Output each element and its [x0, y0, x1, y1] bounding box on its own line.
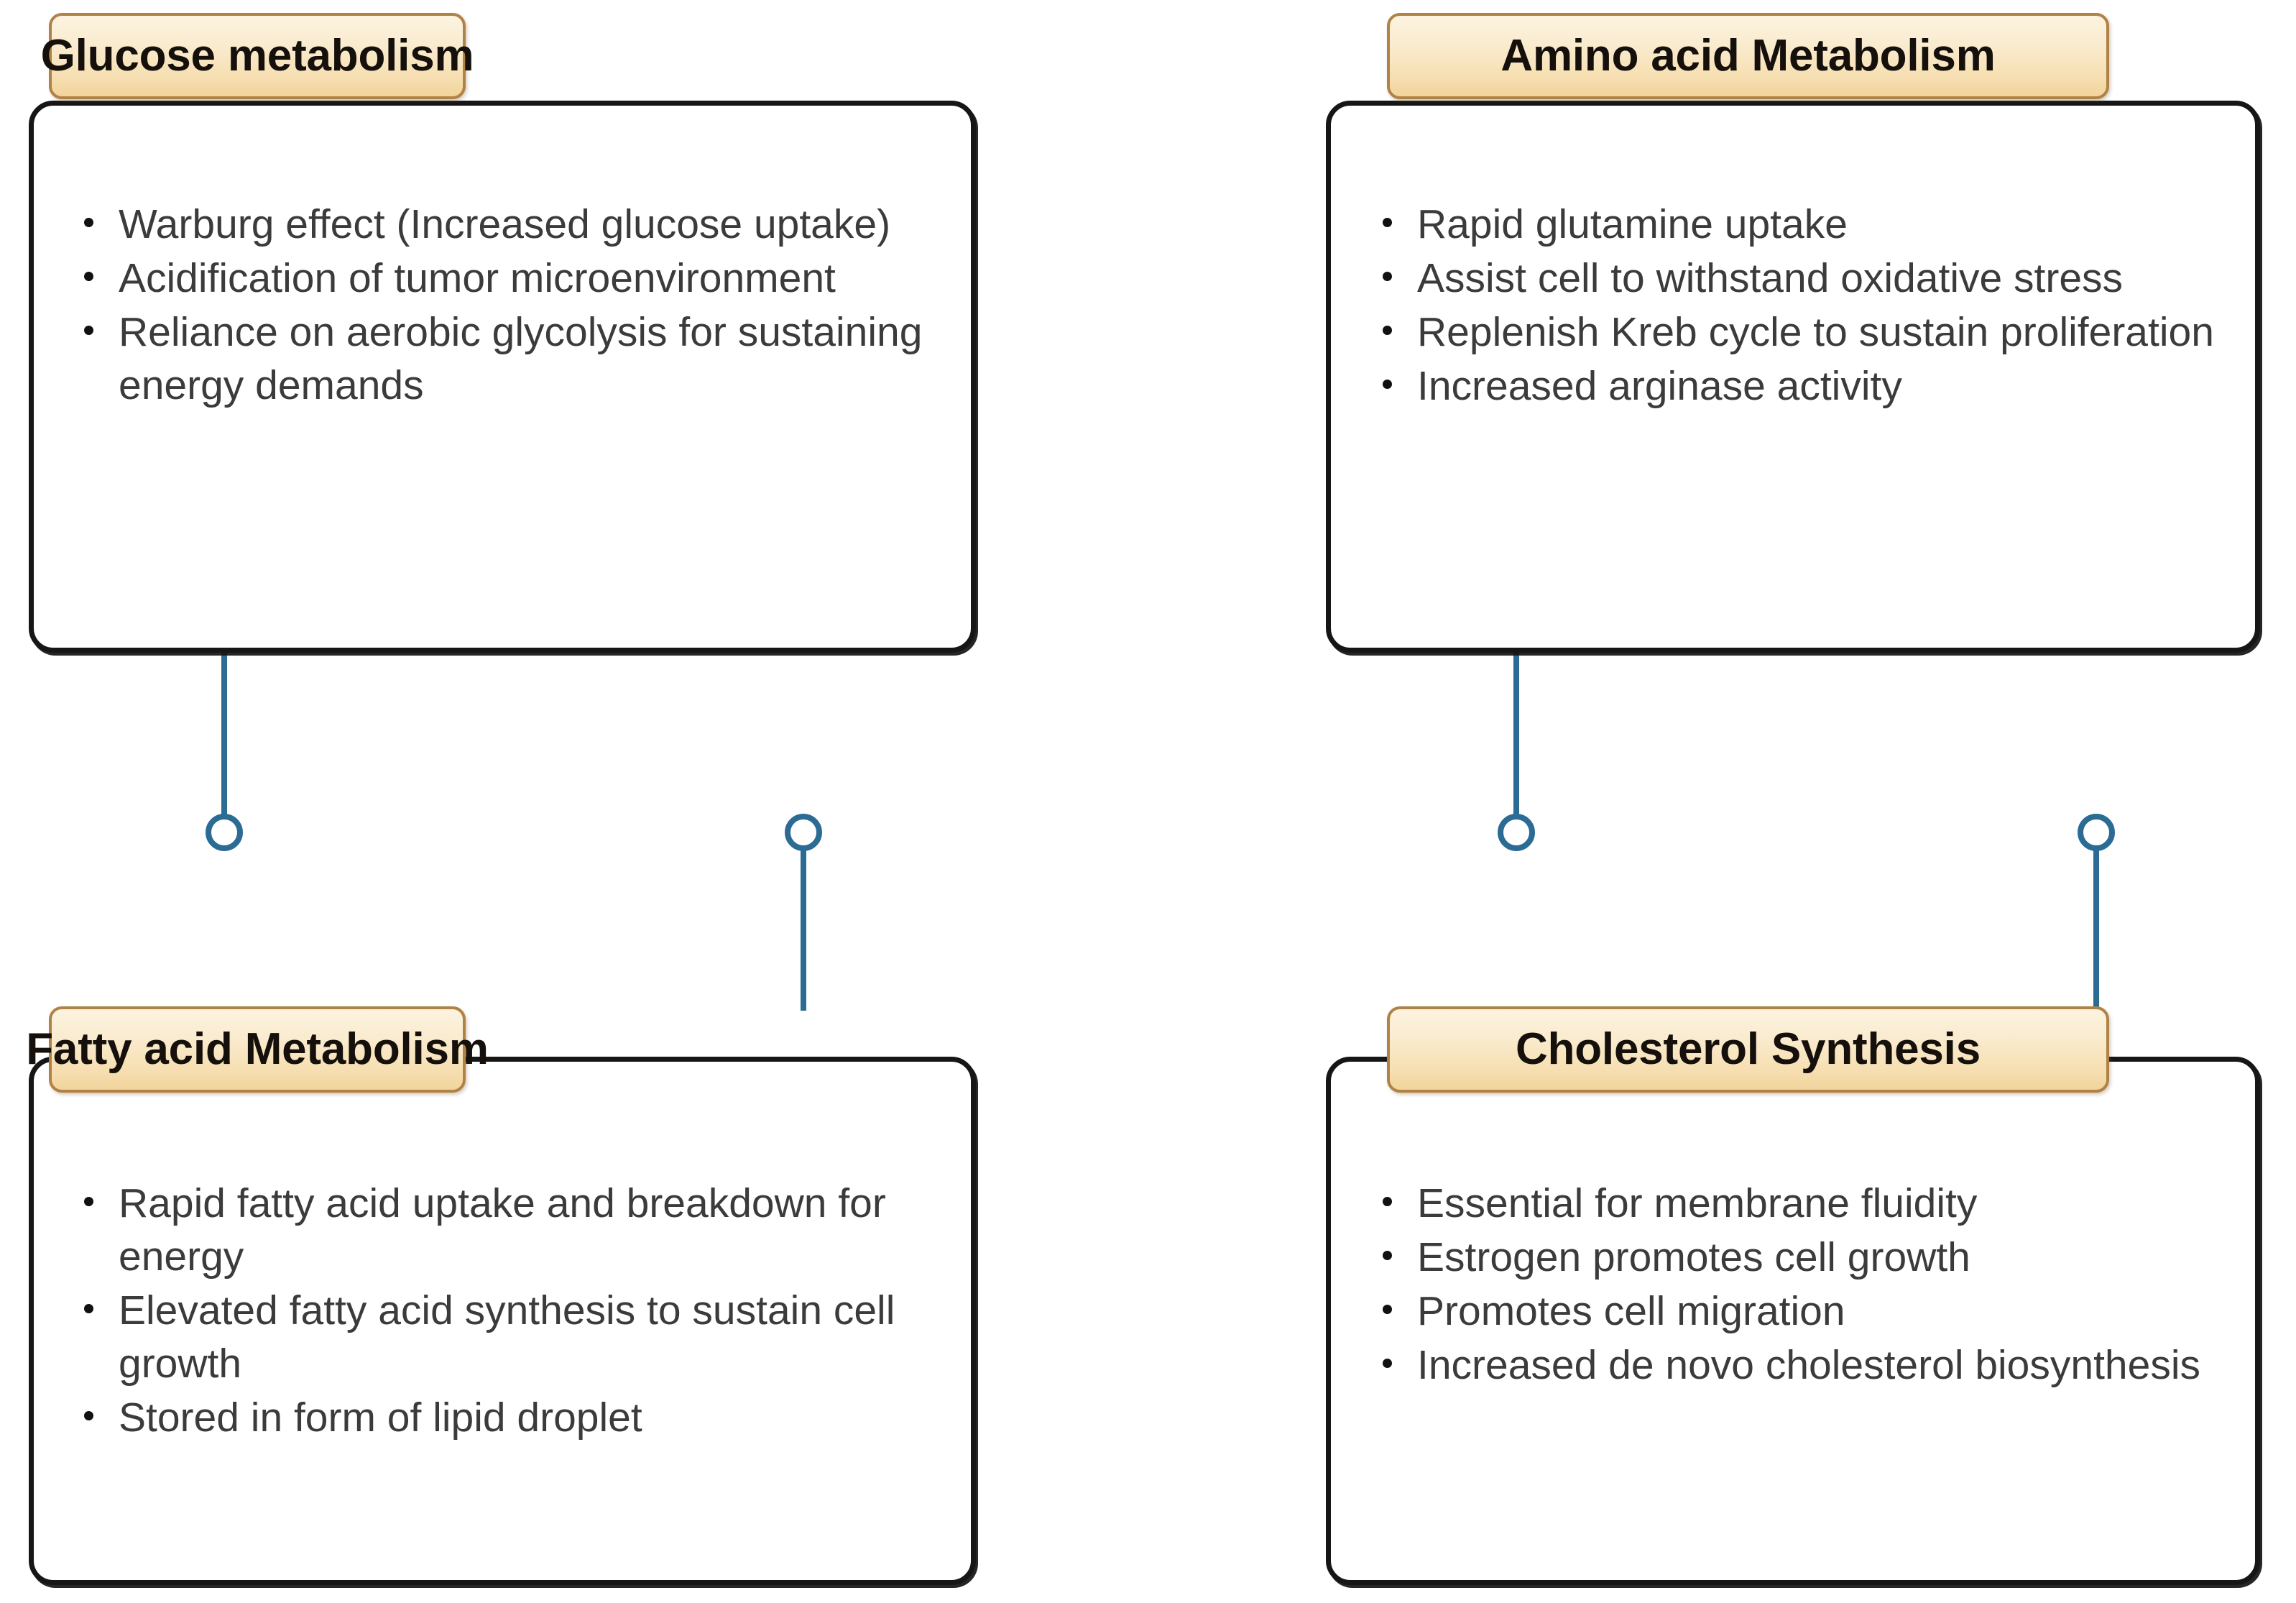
list-item: Acidification of tumor microenvironment [74, 252, 929, 305]
list-item: Increased arginase activity [1373, 359, 2235, 413]
list-item: Increased de novo cholesterol biosynthes… [1373, 1338, 2246, 1392]
list-item: Rapid glutamine uptake [1373, 198, 2235, 251]
connector-endpoint-circle-amino [1498, 814, 1535, 851]
list-item: Elevated fatty acid synthesis to sustain… [74, 1284, 936, 1390]
node-body-fatty: Rapid fatty acid uptake and breakdown fo… [29, 1057, 976, 1585]
list-item: Warburg effect (Increased glucose uptake… [74, 198, 929, 251]
bullet-list-fatty: Rapid fatty acid uptake and breakdown fo… [74, 1177, 936, 1445]
node-title-amino: Amino acid Metabolism [1500, 31, 1996, 81]
node-title-cholesterol: Cholesterol Synthesis [1516, 1024, 1981, 1075]
node-header-glucose: Glucose metabolism [41, 13, 474, 99]
list-item: Essential for membrane fluidity [1373, 1177, 2246, 1230]
bullet-list-glucose: Warburg effect (Increased glucose uptake… [74, 198, 929, 413]
node-body-glucose: Warburg effect (Increased glucose uptake… [29, 101, 976, 653]
list-item: Assist cell to withstand oxidative stres… [1373, 252, 2235, 305]
list-item: Stored in form of lipid droplet [74, 1391, 936, 1444]
node-title-glucose: Glucose metabolism [40, 31, 474, 81]
list-item: Rapid fatty acid uptake and breakdown fo… [74, 1177, 936, 1283]
node-body-cholesterol: Essential for membrane fluidity Estrogen… [1326, 1057, 2260, 1585]
list-item: Estrogen promotes cell growth [1373, 1231, 2246, 1284]
list-item: Promotes cell migration [1373, 1285, 2246, 1338]
connector-endpoint-circle-glucose [206, 814, 243, 851]
node-body-amino: Rapid glutamine uptake Assist cell to wi… [1326, 101, 2260, 653]
list-item: Replenish Kreb cycle to sustain prolifer… [1373, 306, 2235, 359]
bullet-list-cholesterol: Essential for membrane fluidity Estrogen… [1373, 1177, 2246, 1392]
list-item: Reliance on aerobic glycolysis for susta… [74, 306, 929, 412]
connector-endpoint-circle-fatty [785, 814, 822, 851]
node-header-fatty: Fatty acid Metabolism [26, 1006, 489, 1093]
bullet-list-amino: Rapid glutamine uptake Assist cell to wi… [1373, 198, 2235, 413]
node-header-amino: Amino acid Metabolism [1387, 13, 2109, 99]
node-title-fatty: Fatty acid Metabolism [26, 1024, 489, 1075]
node-header-cholesterol: Cholesterol Synthesis [1387, 1006, 2109, 1093]
connector-endpoint-circle-cholesterol [2078, 814, 2115, 851]
